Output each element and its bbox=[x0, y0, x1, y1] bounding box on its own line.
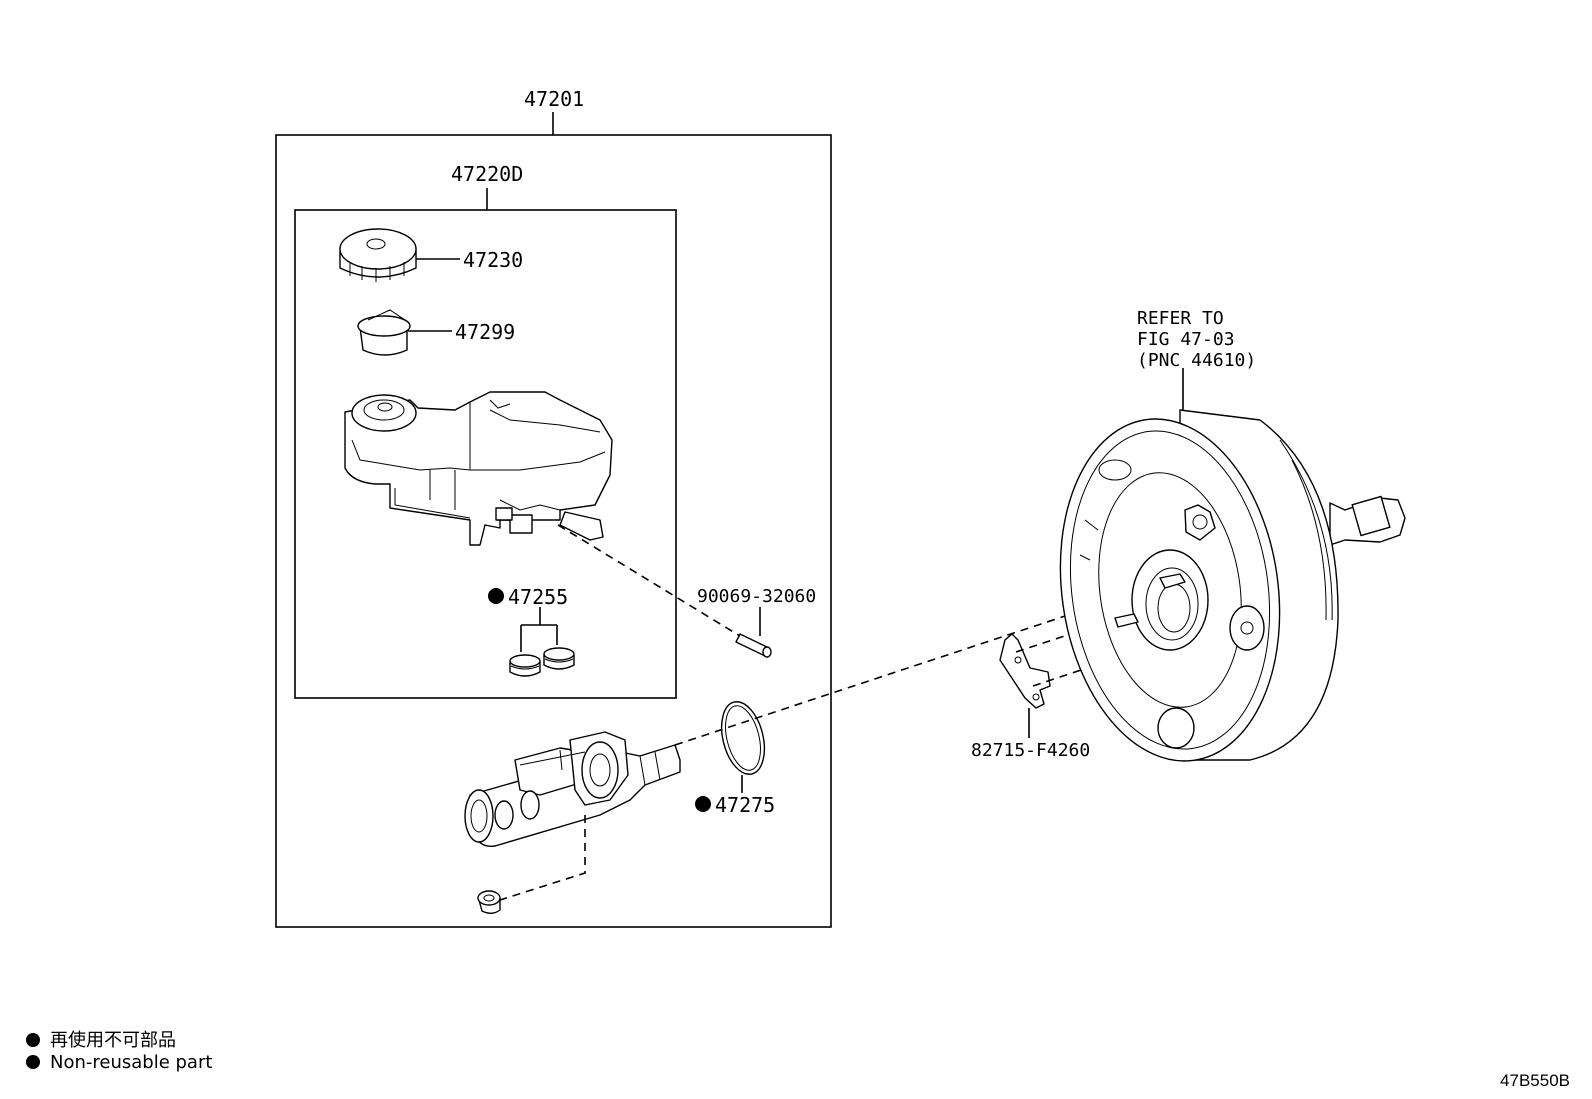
refer-line-3: (PNC 44610) bbox=[1137, 350, 1256, 371]
label-oring: 47275 bbox=[715, 793, 775, 817]
legend-en: Non-reusable part bbox=[26, 1052, 212, 1073]
grommets bbox=[509, 647, 575, 677]
label-grommet: 47255 bbox=[508, 585, 568, 609]
non-reusable-dot-icon bbox=[26, 1055, 40, 1069]
label-cap: 47230 bbox=[463, 248, 523, 272]
reservoir-tank bbox=[344, 391, 613, 546]
master-cylinder bbox=[464, 731, 681, 847]
reservoir-cap bbox=[339, 228, 417, 282]
legend-en-text: Non-reusable part bbox=[50, 1052, 213, 1073]
reservoir-strainer bbox=[357, 309, 411, 356]
pin bbox=[735, 633, 772, 658]
label-plate: 82715-F4260 bbox=[971, 740, 1090, 761]
figure-code: 47B550B bbox=[1500, 1071, 1570, 1090]
label-pin: 90069-32060 bbox=[697, 586, 816, 607]
o-ring bbox=[720, 701, 766, 775]
booster-plate bbox=[999, 633, 1051, 709]
legend-jp-text: 再使用不可部品 bbox=[50, 1030, 176, 1051]
refer-line-2: FIG 47-03 bbox=[1137, 329, 1235, 350]
label-reservoir-sub: 47220D bbox=[451, 162, 523, 186]
non-reusable-mark-oring bbox=[695, 796, 711, 812]
non-reusable-mark-grommet bbox=[488, 588, 504, 604]
label-strainer: 47299 bbox=[455, 320, 515, 344]
brake-booster bbox=[1059, 409, 1406, 762]
non-reusable-dot-icon bbox=[26, 1033, 40, 1047]
small-seal bbox=[477, 890, 501, 914]
reservoir-subassembly-box bbox=[294, 209, 677, 699]
refer-line-1: REFER TO bbox=[1137, 308, 1224, 329]
label-assembly: 47201 bbox=[524, 87, 584, 111]
legend-jp: 再使用不可部品 bbox=[26, 1026, 176, 1052]
